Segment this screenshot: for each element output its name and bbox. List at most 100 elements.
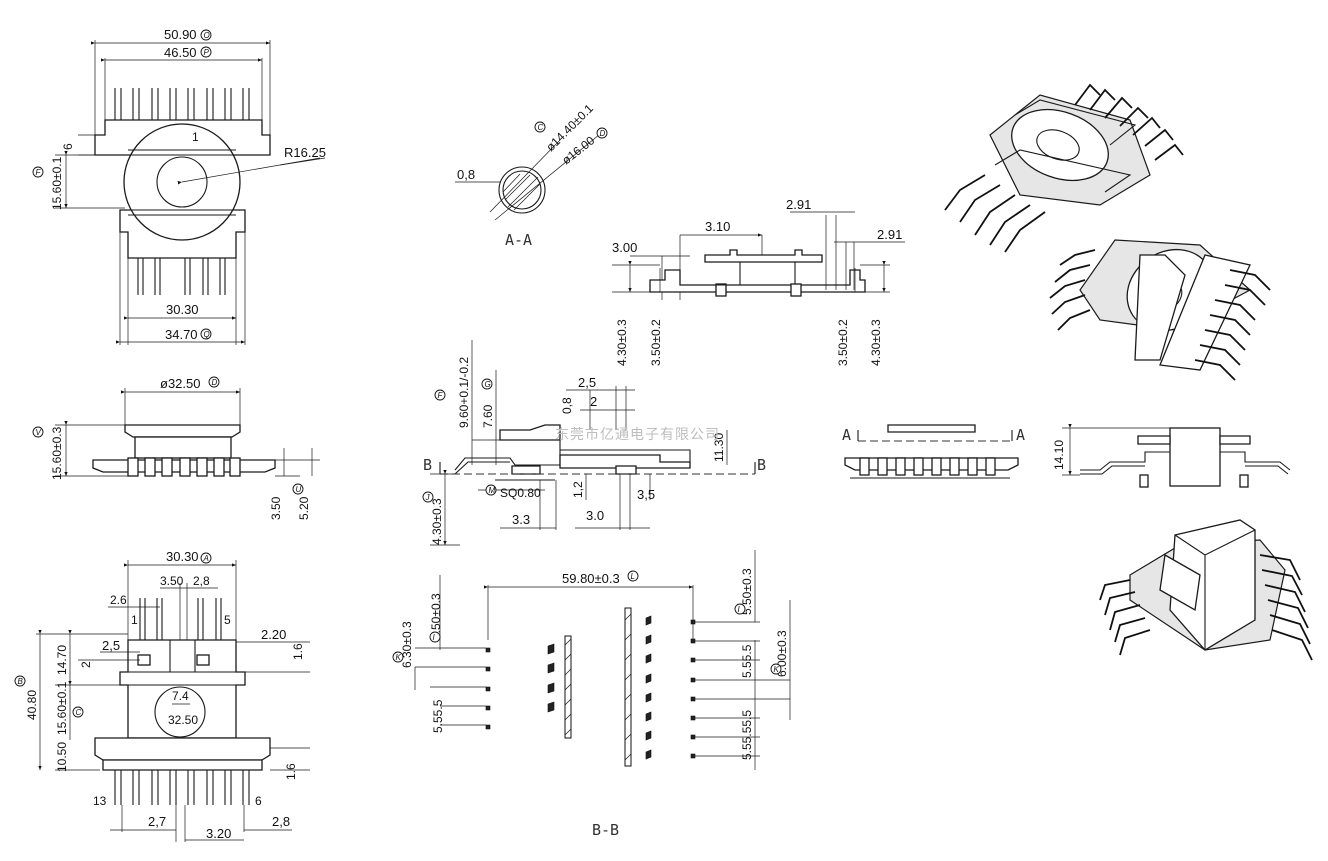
td-4-30-right: 4.30±0.3 (869, 319, 883, 366)
bv-pin13: 13 (93, 794, 107, 808)
bv-40-80: 40.80 (25, 690, 39, 720)
pin1-label-top: 1 (192, 130, 199, 144)
svg-text:O: O (204, 31, 210, 40)
bv-15-60: 15.60±0.1 (55, 681, 69, 735)
bv-pin1: 1 (131, 613, 138, 627)
cs-pin-sq: SQ0.80 (500, 486, 541, 500)
bv-2: 2 (79, 661, 93, 668)
bb-length: 59.80±0.3 (562, 571, 620, 586)
bv-10-50: 10.50 (55, 742, 69, 772)
bv-2-8-bottom: 2,8 (272, 814, 290, 829)
bv-7-4: 7.4 (172, 689, 189, 703)
td-2-91-right: 2.91 (877, 227, 902, 242)
bv-2-5: 2,5 (102, 638, 120, 653)
bb-pitch-right-top: 5.55.5 (740, 644, 754, 678)
svg-text:L: L (631, 572, 635, 581)
bb-caption: B-B (592, 821, 619, 839)
iso-render-bottom (1099, 519, 1313, 661)
td-4-30-left: 4.30±0.3 (615, 319, 629, 366)
center-side-view: 9.60+0.1/-0.2 7.60 F G 2,5 2 0,8 11.30 B… (422, 340, 766, 546)
bv-1-6-bottom: 1.6 (284, 763, 298, 780)
dim-radius: R16.25 (284, 145, 326, 160)
sv-5-20: 5.20 (297, 496, 311, 520)
td-3-50-left: 3.50±0.2 (649, 319, 663, 366)
ev-height: 14.10 (1052, 440, 1066, 470)
svg-text:A: A (203, 554, 209, 563)
svg-text:Q: Q (204, 330, 210, 339)
bottom-view: 30.30 A 3.50 2,8 2.6 1 5 7.4 32.50 2.20 … (14, 549, 310, 842)
td-3-50-right: 3.50±0.2 (836, 319, 850, 366)
bv-2-7: 2,7 (148, 814, 166, 829)
side-view: ø32.50 D 15.60±0.3 V 3.50 5.20 U (32, 376, 320, 520)
sv-height: 15.60±0.3 (50, 426, 64, 480)
bb-5-50-right: 5.50±0.3 (740, 568, 754, 615)
dim-overall-width: 50.90 (164, 27, 197, 42)
sv-3-50: 3.50 (269, 496, 283, 520)
bb-pitch-left: 5.55.5 (431, 699, 445, 733)
svg-text:K: K (396, 653, 402, 662)
cs-2-5: 2,5 (578, 375, 596, 390)
cs-11-30: 11.30 (712, 433, 726, 462)
td-3-10: 3.10 (705, 219, 730, 234)
bv-14-70: 14.70 (55, 645, 69, 675)
front-view: A A (842, 424, 1025, 479)
b-label-right: B (757, 456, 766, 474)
bb-6-30: 6.30±0.3 (400, 621, 414, 668)
cs-1-2: 1,2 (571, 481, 585, 498)
cs-3-0: 3.0 (586, 508, 604, 523)
svg-text:J: J (425, 493, 431, 502)
sv-dia: ø32.50 (160, 376, 200, 391)
cs-4-30: 4.30±0.3 (430, 498, 444, 545)
bv-2-6: 2.6 (110, 593, 127, 607)
svg-text:U: U (296, 485, 302, 494)
bv-pin5: 5 (224, 613, 231, 627)
svg-text:I: I (433, 633, 436, 642)
iso-render-middle (1049, 239, 1271, 381)
bv-2-20: 2.20 (261, 627, 286, 642)
cs-2: 2 (590, 394, 597, 409)
dim-inner-width: 46.50 (164, 45, 197, 60)
svg-text:F: F (438, 391, 444, 400)
terminal-detail: 3.10 3.00 2.91 2.91 4.30±0.3 3.50±0.2 3.… (612, 197, 905, 366)
bv-3-20: 3.20 (206, 826, 231, 841)
section-aa: 0,8 ø14.40±0.1 ø16.00 C D A-A (455, 101, 608, 249)
aa-caption: A-A (505, 231, 532, 249)
bb-pitch-right-bottom: 5.55.55.5 (740, 710, 754, 760)
watermark: 东莞市亿通电子有限公司 (555, 426, 720, 443)
svg-text:V: V (36, 428, 42, 437)
svg-text:D: D (600, 129, 606, 138)
iso-render-top (944, 83, 1184, 253)
cs-7-60: 7.60 (481, 404, 495, 428)
bv-3-50: 3.50 (160, 574, 184, 588)
cs-3-3: 3.3 (512, 512, 530, 527)
end-view: 14.10 (1052, 423, 1291, 488)
dim-flange-height: 6 (61, 143, 75, 150)
top-view: 50.90 46.50 6 1 R16.25 15.60±0.1 F (32, 27, 326, 345)
bv-pin6: 6 (255, 794, 262, 808)
td-3-00: 3.00 (612, 240, 637, 255)
svg-text:G: G (485, 380, 491, 389)
dim-height-left: 15.60±0.1 (50, 156, 64, 210)
bb-5-50-left: 5.50±0.3 (429, 593, 443, 640)
a-label-right: A (1016, 426, 1025, 444)
cs-height-total: 9.60+0.1/-0.2 (457, 357, 471, 428)
a-label-left: A (842, 426, 851, 444)
cs-0-8: 0,8 (560, 397, 574, 414)
bv-1-6-top: 1.6 (291, 643, 305, 660)
aa-wall: 0,8 (457, 167, 475, 182)
svg-text:M: M (489, 486, 496, 495)
svg-text:B: B (18, 677, 24, 686)
b-label-left: B (423, 456, 432, 474)
cs-3-5: 3,5 (637, 487, 655, 502)
td-2-91-top: 2.91 (786, 197, 811, 212)
section-bb: 59.80±0.3 L 6.30±0.3 K 5.50±0.3 I 5.55.5 (392, 550, 791, 839)
svg-text:C: C (538, 123, 544, 132)
svg-text:I: I (738, 605, 741, 614)
dim-bottom-overall: 34.70 (165, 327, 198, 342)
svg-text:C: C (76, 708, 82, 717)
dim-bottom-width: 30.30 (166, 302, 199, 317)
bv-top-width: 30.30 (166, 549, 199, 564)
svg-text:F: F (36, 168, 42, 177)
bv-32-50: 32.50 (168, 713, 198, 727)
